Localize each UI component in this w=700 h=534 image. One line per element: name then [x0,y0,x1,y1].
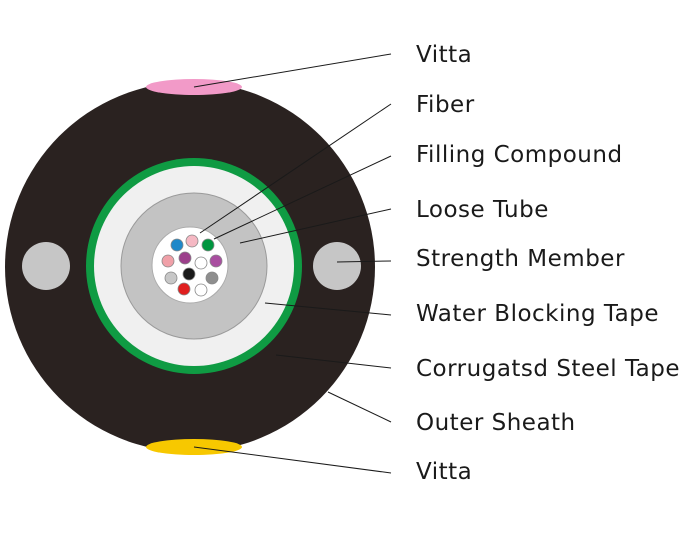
leader-strength-member [336,260,392,263]
labels: Vitta Fiber Filling Compound Loose Tube … [416,42,680,485]
fiber-2 [170,238,184,252]
leader-outer-sheath [327,391,392,423]
fiber-11 [177,282,191,296]
label-water-blocking-tape: Water Blocking Tape [416,301,659,327]
label-fiber: Fiber [416,92,475,118]
fiber-6 [194,256,208,270]
label-corrugated-steel-tape: Corrugatsd Steel Tape [416,356,680,382]
fiber-bundle [161,234,223,297]
fiber-9 [182,267,196,281]
leader-water-blocking-tape [264,302,392,316]
fiber-1 [185,234,199,248]
fiber-4 [161,254,175,268]
fiber-8 [164,271,178,285]
label-vitta-bottom: Vitta [416,459,472,485]
label-strength-member: Strength Member [416,246,625,272]
strength-member-left [22,242,70,290]
label-vitta-top: Vitta [416,42,472,68]
leader-loose-tube [239,208,392,244]
label-filling-compound: Filling Compound [416,142,623,168]
fiber-12 [194,283,208,297]
fiber-10 [205,271,219,285]
label-loose-tube: Loose Tube [416,197,549,223]
leader-fiber [199,103,392,234]
leader-lines [193,53,392,474]
label-outer-sheath: Outer Sheath [416,410,576,436]
fiber-3 [201,238,215,252]
strength-member-right [313,242,361,290]
leader-vitta-top [193,53,392,88]
leader-filling-compound [213,155,392,240]
leader-vitta-bottom [193,446,392,474]
fiber-5 [178,251,192,265]
leader-corrugated-steel-tape [275,354,392,369]
fiber-7 [209,254,223,268]
